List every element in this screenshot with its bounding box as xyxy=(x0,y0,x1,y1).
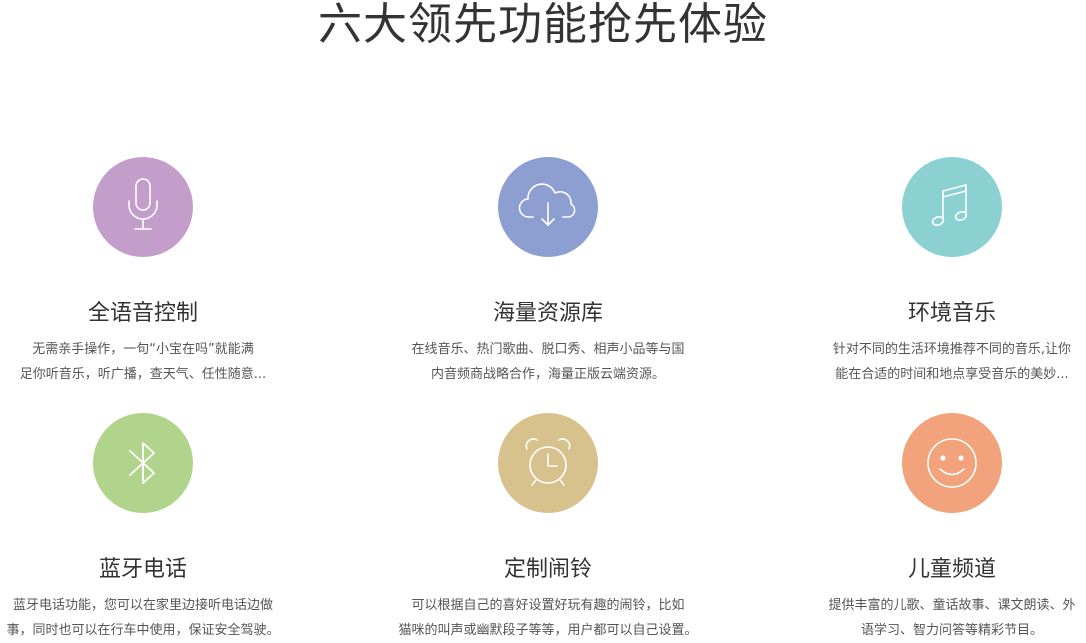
feature-title: 环境音乐 xyxy=(907,301,996,326)
feature-description: 在线音乐、热门歌曲、脱口秀、相声小品等与国 内音频商战略合作，海量正版云端资源。 xyxy=(411,342,685,382)
feature-title: 儿童频道 xyxy=(907,557,996,582)
feature-title: 全语音控制 xyxy=(87,301,198,326)
music-note-icon xyxy=(902,157,1002,257)
feature-ambient-music: 环境音乐 针对不同的生活环境推荐不同的音乐,让你 能在合适的时间和地点享受音乐的… xyxy=(802,157,1086,387)
feature-description: 提供丰富的儿歌、童话故事、课文朗读、外 语学习、智力问答等精彩节目。 xyxy=(828,598,1076,638)
feature-description: 针对不同的生活环境推荐不同的音乐,让你 能在合适的时间和地点享受音乐的美妙... xyxy=(832,342,1072,382)
feature-voice-control: 全语音控制 无需亲手操作，一句“小宝在吗”就能满 足你听音乐，听广播，查天气、任… xyxy=(0,157,293,387)
bluetooth-icon xyxy=(93,413,193,513)
feature-resource-library: 海量资源库 在线音乐、热门歌曲、脱口秀、相声小品等与国 内音频商战略合作，海量正… xyxy=(398,157,698,387)
feature-description: 蓝牙电话功能，您可以在家里边接听电话边做 事，同时也可以在行车中使用，保证安全驾… xyxy=(6,598,280,638)
feature-description: 无需亲手操作，一句“小宝在吗”就能满 足你听音乐，听广播，查天气、任性随意... xyxy=(19,342,267,382)
cloud-download-icon xyxy=(498,157,598,257)
microphone-icon xyxy=(93,157,193,257)
feature-title: 蓝牙电话 xyxy=(98,557,187,582)
feature-title: 定制闹铃 xyxy=(503,557,592,582)
smiley-face-icon xyxy=(902,413,1002,513)
feature-kids-channel: 儿童频道 提供丰富的儿歌、童话故事、课文朗读、外 语学习、智力问答等精彩节目。 xyxy=(802,413,1086,643)
feature-title: 海量资源库 xyxy=(492,301,603,326)
page-title: 六大领先功能抢先体验 xyxy=(318,0,768,50)
feature-bluetooth-phone: 蓝牙电话 蓝牙电话功能，您可以在家里边接听电话边做 事，同时也可以在行车中使用，… xyxy=(0,413,293,643)
feature-description: 可以根据自己的喜好设置好玩有趣的闹铃，比如 猫咪的叫声或幽默段子等等，用户都可以… xyxy=(398,598,698,638)
alarm-clock-icon xyxy=(498,413,598,513)
feature-custom-alarm: 定制闹铃 可以根据自己的喜好设置好玩有趣的闹铃，比如 猫咪的叫声或幽默段子等等，… xyxy=(398,413,698,643)
